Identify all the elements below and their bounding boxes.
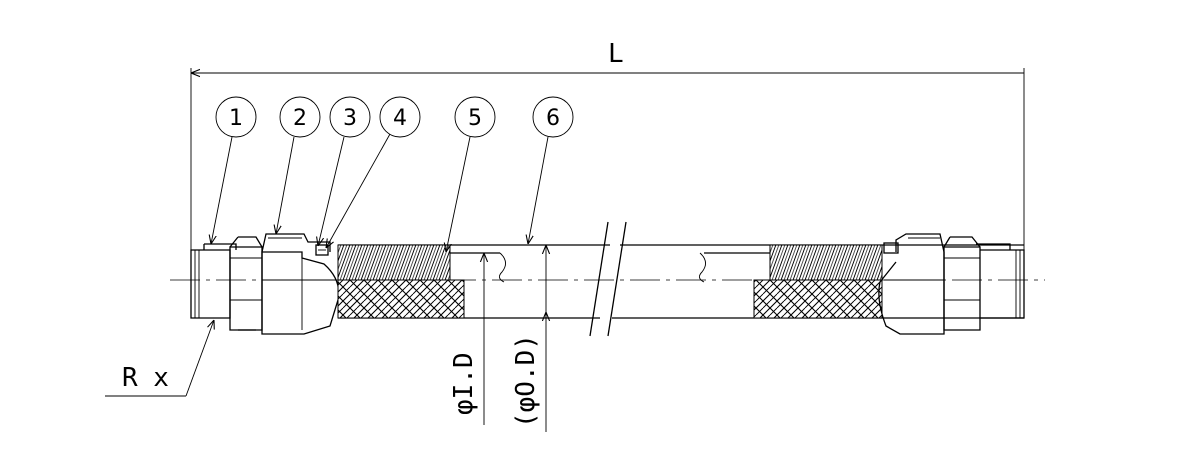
balloon-3-number: 3 bbox=[343, 106, 357, 131]
balloon-5: 5 bbox=[446, 96, 496, 252]
overall-length-dimension: L bbox=[190, 39, 1025, 250]
balloon-1-number: 1 bbox=[229, 106, 243, 131]
balloon-6: 6 bbox=[528, 96, 574, 244]
right-fitting bbox=[878, 233, 1025, 335]
outer-diameter-label: (φO.D) bbox=[511, 334, 541, 428]
thread-callout: R x bbox=[105, 320, 214, 397]
diameter-dimensions: φI.D (φO.D) bbox=[449, 245, 546, 432]
balloon-1: 1 bbox=[211, 96, 257, 244]
balloon-6-number: 6 bbox=[546, 106, 560, 131]
balloon-5-number: 5 bbox=[468, 106, 482, 131]
overall-length-label: L bbox=[608, 39, 624, 69]
balloon-2: 2 bbox=[276, 96, 321, 234]
left-fitting bbox=[190, 233, 340, 335]
balloon-4-number: 4 bbox=[393, 106, 407, 131]
balloon-3: 3 bbox=[318, 96, 371, 246]
balloon-2-number: 2 bbox=[293, 106, 307, 131]
thread-label: R x bbox=[122, 363, 169, 393]
balloon-4: 4 bbox=[326, 96, 421, 248]
inner-diameter-label: φI.D bbox=[449, 352, 479, 415]
hose-body bbox=[337, 221, 1024, 337]
